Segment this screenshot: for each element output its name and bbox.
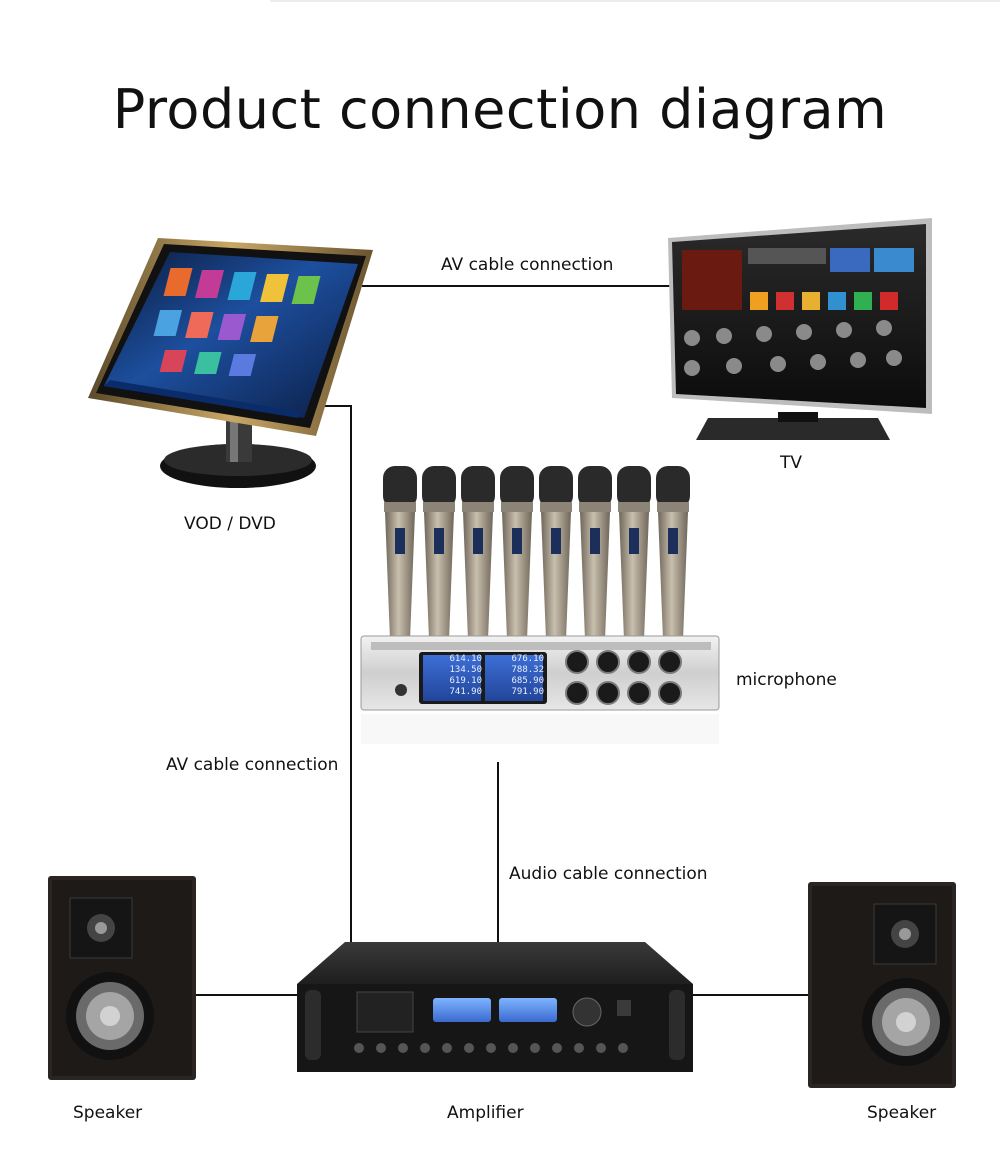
speaker-left-label: Speaker <box>73 1103 142 1123</box>
handheld-mic <box>422 466 456 640</box>
mic-frequency-readout: 619.10 <box>424 676 482 687</box>
handheld-mic <box>617 466 651 640</box>
handheld-mic <box>539 466 573 640</box>
amplifier-label: Amplifier <box>447 1103 524 1123</box>
handheld-mic <box>383 466 417 640</box>
mic-receiver-knob <box>659 682 681 704</box>
amplifier-image <box>295 938 695 1074</box>
handheld-mic <box>461 466 495 640</box>
mic-receiver-knob <box>628 651 650 673</box>
mic-frequency-readout: 614.10 <box>424 654 482 665</box>
mic-receiver-knob <box>597 682 619 704</box>
mic-receiver-knob <box>566 651 588 673</box>
wire-mic-amp <box>497 762 499 945</box>
speaker-right-image <box>808 882 956 1088</box>
microphone-label: microphone <box>736 670 837 690</box>
tv-image <box>668 218 936 446</box>
tv-label: TV <box>780 453 802 473</box>
mic-frequency-readout: 134.50 <box>424 665 482 676</box>
page-title: Product connection diagram <box>0 78 1000 141</box>
vod-tablet-image <box>88 238 378 493</box>
handheld-mic <box>656 466 690 640</box>
mic-frequency-readout: 676.10 <box>486 654 544 665</box>
speaker-right-label: Speaker <box>867 1103 936 1123</box>
microphone-system-image <box>355 462 723 752</box>
wire-speaker-left <box>195 994 297 996</box>
mic-receiver-knob <box>628 682 650 704</box>
mic-frequency-readout: 741.90 <box>424 687 482 698</box>
mic-frequency-readout: 791.90 <box>486 687 544 698</box>
wire-speaker-right <box>690 994 812 996</box>
label-vod-amp-connection: AV cable connection <box>166 755 338 775</box>
mic-frequency-readout: 685.90 <box>486 676 544 687</box>
mic-receiver-knob <box>659 651 681 673</box>
handheld-mic <box>500 466 534 640</box>
mic-receiver-knob <box>566 682 588 704</box>
label-vod-tv-connection: AV cable connection <box>441 255 613 275</box>
mic-receiver-knob <box>597 651 619 673</box>
label-mic-amp-connection: Audio cable connection <box>509 864 708 884</box>
wire-vod-tv <box>362 285 674 287</box>
vod-label: VOD / DVD <box>184 514 276 534</box>
top-divider <box>270 0 1000 2</box>
mic-frequency-readout: 788.32 <box>486 665 544 676</box>
speaker-left-image <box>48 876 196 1080</box>
handheld-mic <box>578 466 612 640</box>
